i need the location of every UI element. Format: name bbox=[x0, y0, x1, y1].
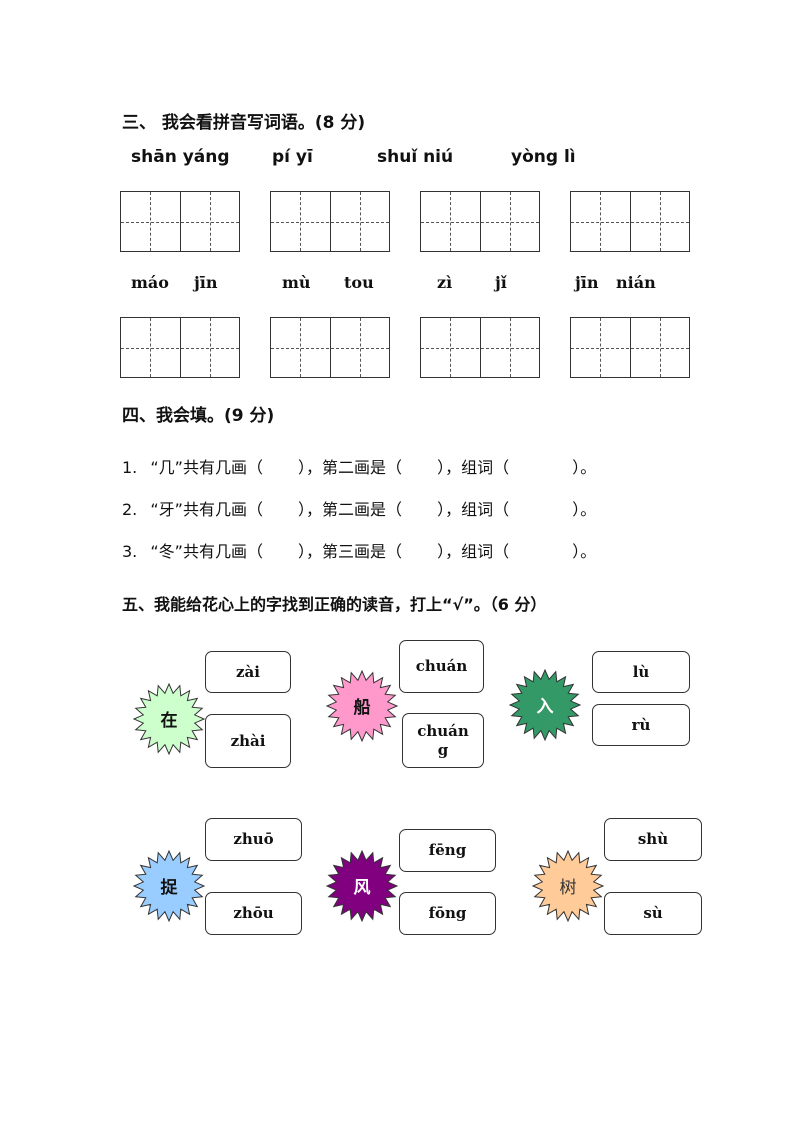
flower-star-6 bbox=[532, 850, 604, 922]
section-3-title: 三、 我会看拼音写词语。(8 分) bbox=[122, 113, 366, 133]
writing-grid-4[interactable] bbox=[570, 191, 690, 252]
fill-item-1: 1. “几”共有几画（ ），第二画是（ ），组词（ ）。 bbox=[122, 454, 596, 478]
item-mid: ），第二画是（ bbox=[298, 458, 403, 477]
item-number: 3. bbox=[122, 542, 138, 561]
pinyin-option-2b[interactable]: chuán g bbox=[402, 713, 484, 768]
pinyin-6b: tou bbox=[344, 273, 374, 292]
pinyin-1: shān yáng bbox=[131, 147, 230, 167]
pinyin-option-4b[interactable]: zhōu bbox=[205, 892, 302, 935]
pinyin-3: shuǐ niú bbox=[377, 147, 454, 167]
flower-char-1: 在 bbox=[160, 711, 178, 731]
writing-grid-5[interactable] bbox=[120, 317, 240, 378]
pinyin-option-6b[interactable]: sù bbox=[604, 892, 702, 935]
item-mid: ），第二画是（ bbox=[298, 500, 403, 519]
pinyin-8a: jīn bbox=[575, 273, 599, 292]
pinyin-option-5b[interactable]: fōng bbox=[399, 892, 496, 935]
pinyin-option-3a[interactable]: lù bbox=[592, 651, 690, 693]
writing-grid-3[interactable] bbox=[420, 191, 540, 252]
writing-grid-2[interactable] bbox=[270, 191, 390, 252]
flower-char-2: 船 bbox=[353, 698, 371, 718]
item-number: 2. bbox=[122, 500, 138, 519]
pinyin-4: yòng lì bbox=[511, 147, 576, 167]
item-prompt: “牙”共有几画（ bbox=[150, 500, 263, 519]
writing-grid-7[interactable] bbox=[420, 317, 540, 378]
pinyin-2: pí yī bbox=[272, 147, 313, 167]
flower-char-5: 风 bbox=[353, 878, 371, 898]
fill-item-2: 2. “牙”共有几画（ ），第二画是（ ），组词（ ）。 bbox=[122, 496, 596, 520]
section-4-title: 四、我会填。(9 分) bbox=[122, 406, 275, 426]
pinyin-option-4a[interactable]: zhuō bbox=[205, 818, 302, 861]
fill-item-3: 3. “冬”共有几画（ ），第三画是（ ），组词（ ）。 bbox=[122, 538, 596, 562]
item-prompt: “冬”共有几画（ bbox=[150, 542, 263, 561]
writing-grid-6[interactable] bbox=[270, 317, 390, 378]
flower-star-1 bbox=[133, 683, 205, 755]
item-close: ）。 bbox=[572, 500, 597, 519]
item-close: ）。 bbox=[572, 542, 597, 561]
flower-char-3: 入 bbox=[536, 697, 554, 717]
pinyin-8b: nián bbox=[616, 273, 656, 292]
item-end: ），组词（ bbox=[437, 458, 510, 477]
item-number: 1. bbox=[122, 458, 138, 477]
pinyin-option-3b[interactable]: rù bbox=[592, 704, 690, 746]
item-end: ），组词（ bbox=[437, 500, 510, 519]
pinyin-option-1b[interactable]: zhài bbox=[205, 714, 291, 768]
item-mid: ），第三画是（ bbox=[298, 542, 403, 561]
pinyin-option-2a[interactable]: chuán bbox=[399, 640, 484, 693]
writing-grid-8[interactable] bbox=[570, 317, 690, 378]
flower-star-5 bbox=[326, 850, 398, 922]
item-end: ），组词（ bbox=[437, 542, 510, 561]
item-close: ）。 bbox=[572, 458, 597, 477]
flower-star-2 bbox=[326, 670, 398, 742]
writing-grid-1[interactable] bbox=[120, 191, 240, 252]
flower-star-3 bbox=[509, 669, 581, 741]
pinyin-option-1a[interactable]: zài bbox=[205, 651, 291, 693]
pinyin-7a: zì bbox=[437, 273, 453, 292]
pinyin-5a: máo bbox=[131, 273, 169, 292]
pinyin-5b: jīn bbox=[194, 273, 218, 292]
pinyin-option-6a[interactable]: shù bbox=[604, 818, 702, 861]
item-prompt: “几”共有几画（ bbox=[150, 458, 263, 477]
flower-star-4 bbox=[133, 850, 205, 922]
section-5-title: 五、我能给花心上的字找到正确的读音，打上“√”。（6 分） bbox=[122, 595, 547, 614]
flower-char-6: 树 bbox=[559, 878, 577, 898]
pinyin-option-5a[interactable]: fēng bbox=[399, 829, 496, 872]
pinyin-7b: jǐ bbox=[495, 273, 507, 292]
pinyin-6a: mù bbox=[282, 273, 311, 292]
flower-char-4: 捉 bbox=[160, 878, 178, 898]
